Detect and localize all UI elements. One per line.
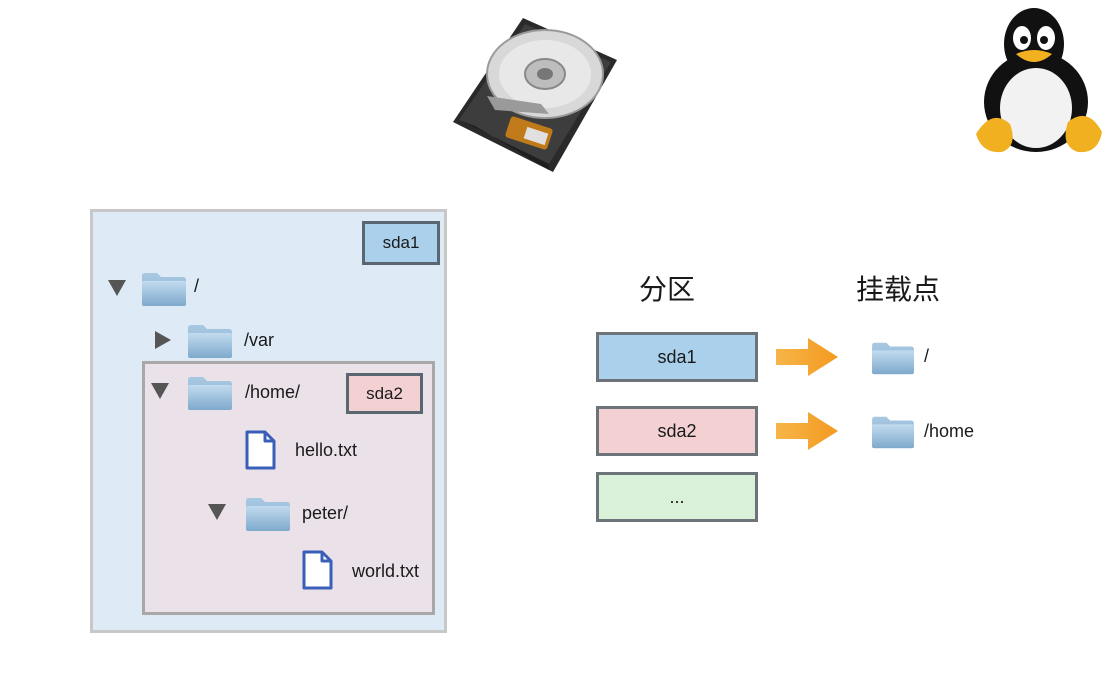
partition-box-sda1: sda1 — [596, 332, 758, 382]
arrow-right-icon — [776, 412, 838, 450]
triangle-down-icon[interactable] — [208, 504, 226, 520]
sda1-tag: sda1 — [362, 221, 440, 265]
folder-icon — [872, 416, 914, 449]
hard-disk-icon — [453, 18, 617, 172]
tree-node-peter[interactable]: peter/ — [302, 503, 349, 523]
mount-label-home: /home — [924, 421, 975, 441]
partition-box-sda2: sda2 — [596, 406, 758, 456]
file-icon — [302, 550, 333, 590]
sda2-tag: sda2 — [346, 373, 423, 414]
partition-heading: 分区 — [639, 274, 696, 305]
triangle-down-icon[interactable] — [108, 280, 126, 296]
mountpoint-heading: 挂载点 — [856, 274, 941, 305]
partition-box-more: ... — [596, 472, 758, 522]
tux-penguin-icon — [976, 8, 1102, 153]
triangle-down-icon[interactable] — [151, 383, 169, 399]
file-icon — [245, 430, 276, 470]
tree-node-root[interactable]: / — [194, 276, 200, 296]
mount-label-root: / — [924, 346, 930, 366]
tree-node-home[interactable]: /home/ — [245, 382, 301, 402]
arrow-right-icon — [776, 338, 838, 376]
triangle-right-icon[interactable] — [155, 331, 171, 349]
folder-icon — [872, 342, 914, 375]
folder-icon — [246, 498, 290, 531]
tree-node-hello[interactable]: hello.txt — [295, 440, 358, 460]
folder-icon — [188, 377, 232, 410]
folder-icon — [188, 325, 232, 358]
tree-node-var[interactable]: /var — [244, 330, 275, 350]
tree-node-world[interactable]: world.txt — [352, 561, 420, 581]
folder-icon — [142, 273, 186, 306]
